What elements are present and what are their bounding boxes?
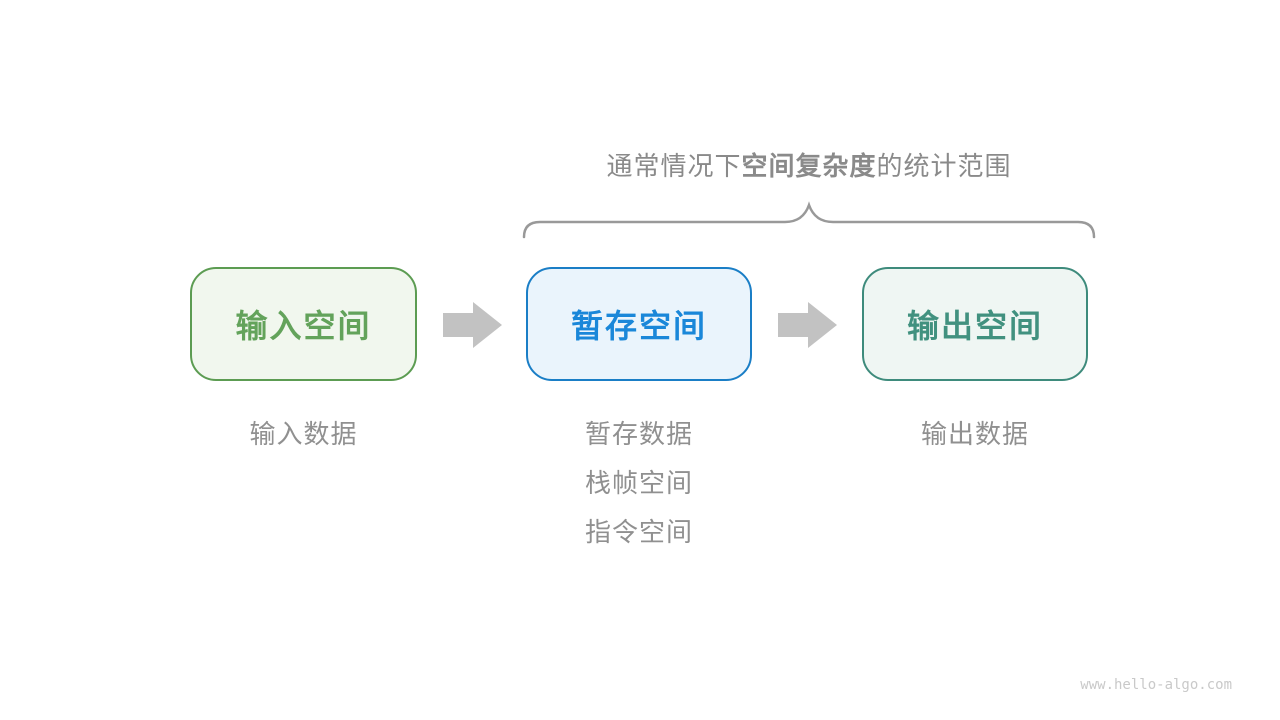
node-temp-space: 暂存空间 [526, 267, 752, 381]
node-temp-space-label: 暂存空间 [570, 308, 707, 344]
arrow-right-icon-input-to-temp [443, 302, 502, 348]
node-output-space: 输出空间 [862, 267, 1088, 381]
temp-data-label: 暂存数据 [584, 419, 693, 449]
curly-brace-path [522, 201, 1096, 239]
arrow-right-icon-temp-to-output [778, 302, 837, 348]
arrow-right-shape [443, 302, 502, 348]
node-input-space: 输入空间 [190, 267, 417, 381]
node-input-space-label: 输入空间 [235, 308, 372, 344]
temp-space-detail-labels: 暂存数据 栈帧空间 指令空间 [526, 421, 752, 545]
scope-annotation: 通常情况下空间复杂度的统计范围 [519, 146, 1099, 183]
stack-frame-space-label: 栈帧空间 [584, 468, 693, 498]
arrow-right-shape [778, 302, 837, 348]
curly-brace-icon [522, 201, 1096, 239]
instruction-space-label: 指令空间 [584, 517, 693, 547]
output-data-label: 输出数据 [920, 419, 1029, 449]
scope-annotation-term: 空间复杂度 [741, 151, 877, 181]
input-data-label: 输入数据 [249, 419, 358, 449]
watermark: www.hello-algo.com [1080, 677, 1232, 693]
scope-annotation-suffix: 的统计范围 [876, 151, 1012, 181]
scope-annotation-prefix: 通常情况下 [606, 151, 742, 181]
node-output-space-label: 输出空间 [906, 308, 1043, 344]
